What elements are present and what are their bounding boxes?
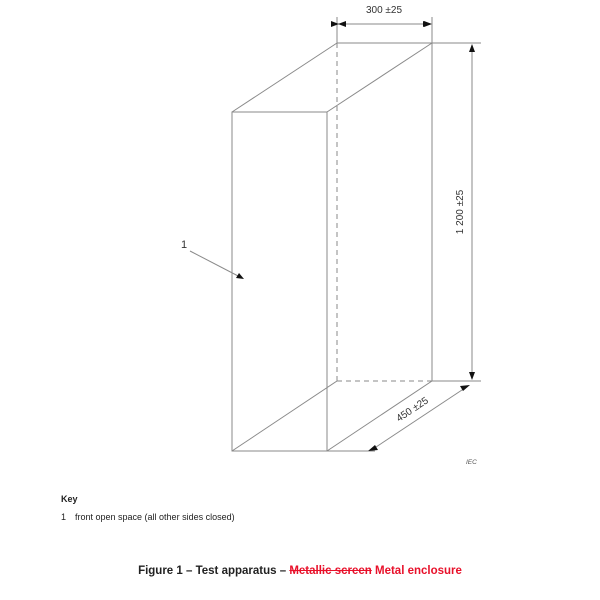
caption-deleted-text: Metallic screen <box>289 565 372 577</box>
caption-inserted-text: Metal enclosure <box>371 565 462 577</box>
width-dimension <box>331 17 433 43</box>
key-item: 1 front open space (all other sides close… <box>61 512 235 522</box>
iec-watermark: IEC <box>466 459 477 466</box>
height-dimension <box>432 42 481 382</box>
caption-prefix: Figure 1 – Test apparatus – <box>138 565 290 577</box>
key-item-text: front open space (all other sides closed… <box>75 512 235 522</box>
callout-leader <box>189 250 243 279</box>
depth-label: 450 ±25 <box>395 395 431 424</box>
enclosure-box <box>231 42 433 452</box>
height-label: 1 200 ±25 <box>455 189 466 234</box>
depth-dimension <box>327 385 469 452</box>
callout-number: 1 <box>181 239 187 251</box>
width-label: 300 ±25 <box>366 5 403 16</box>
key-item-number: 1 <box>61 512 67 522</box>
figure-caption: Figure 1 – Test apparatus – Metallic scr… <box>0 565 600 577</box>
front-face <box>231 111 328 452</box>
key-title: Key <box>61 494 78 504</box>
hidden-edges <box>336 43 432 382</box>
